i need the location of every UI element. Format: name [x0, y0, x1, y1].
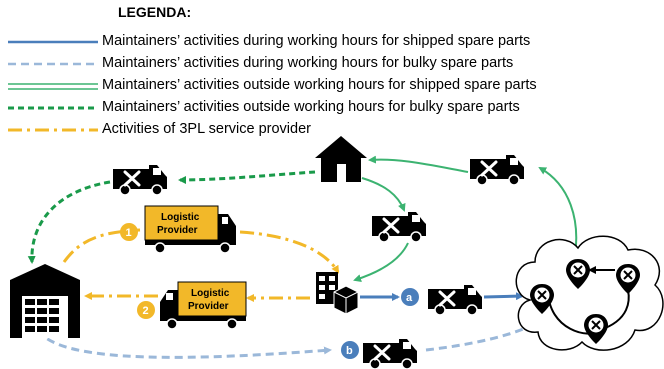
van-icon	[370, 210, 428, 244]
arrow-warehouse-to-b	[36, 329, 332, 359]
marker-1-text: 1	[126, 227, 132, 239]
truck1-label-line1: Logistic	[161, 212, 200, 223]
van-icon	[426, 283, 484, 317]
arrow-van-to-cloud-b	[425, 316, 547, 352]
truck2-label-line2: Provider	[188, 301, 229, 312]
legend-item-2: Maintainers’ activities during working h…	[102, 55, 514, 71]
legend-line-3	[8, 83, 98, 90]
arrow-van2-to-factory	[353, 242, 409, 282]
arrow-house-to-van	[178, 170, 316, 184]
arrow-cloud-to-van	[538, 167, 578, 256]
marker-2: 2	[137, 301, 155, 319]
arrow-van-to-cloud	[483, 292, 524, 301]
marker-1: 1	[120, 223, 138, 241]
warehouse-icon	[10, 264, 80, 338]
arrow-truck1-to-factory	[239, 230, 340, 274]
van-icon	[111, 163, 169, 197]
truck-icon-2: Logistic Provider	[160, 281, 247, 330]
house-icon	[315, 136, 367, 182]
truck2-label-line1: Logistic	[191, 288, 230, 299]
van-icon	[468, 153, 526, 187]
van-icon	[361, 337, 419, 369]
legend-item-4: Maintainers’ activities outside working …	[102, 99, 520, 115]
arrow-house-to-van2	[361, 177, 406, 212]
marker-a: a	[401, 288, 419, 306]
marker-a-text: a	[406, 292, 413, 304]
arrow-van-to-warehouse	[27, 180, 111, 264]
legend-title: LEGENDA:	[118, 4, 192, 20]
marker-b-text: b	[346, 345, 353, 357]
marker-2-text: 2	[143, 305, 149, 317]
legend-item-5: Activities of 3PL service provider	[102, 121, 311, 137]
factory-icon	[316, 272, 359, 315]
truck-icon-1: Logistic Provider	[144, 205, 236, 254]
arrow-van-to-house	[368, 155, 469, 173]
truck1-label-line2: Provider	[157, 225, 198, 236]
legend-item-3: Maintainers’ activities outside working …	[102, 77, 537, 93]
marker-b: b	[341, 341, 359, 359]
legend-item-1: Maintainers’ activities during working h…	[102, 33, 531, 49]
